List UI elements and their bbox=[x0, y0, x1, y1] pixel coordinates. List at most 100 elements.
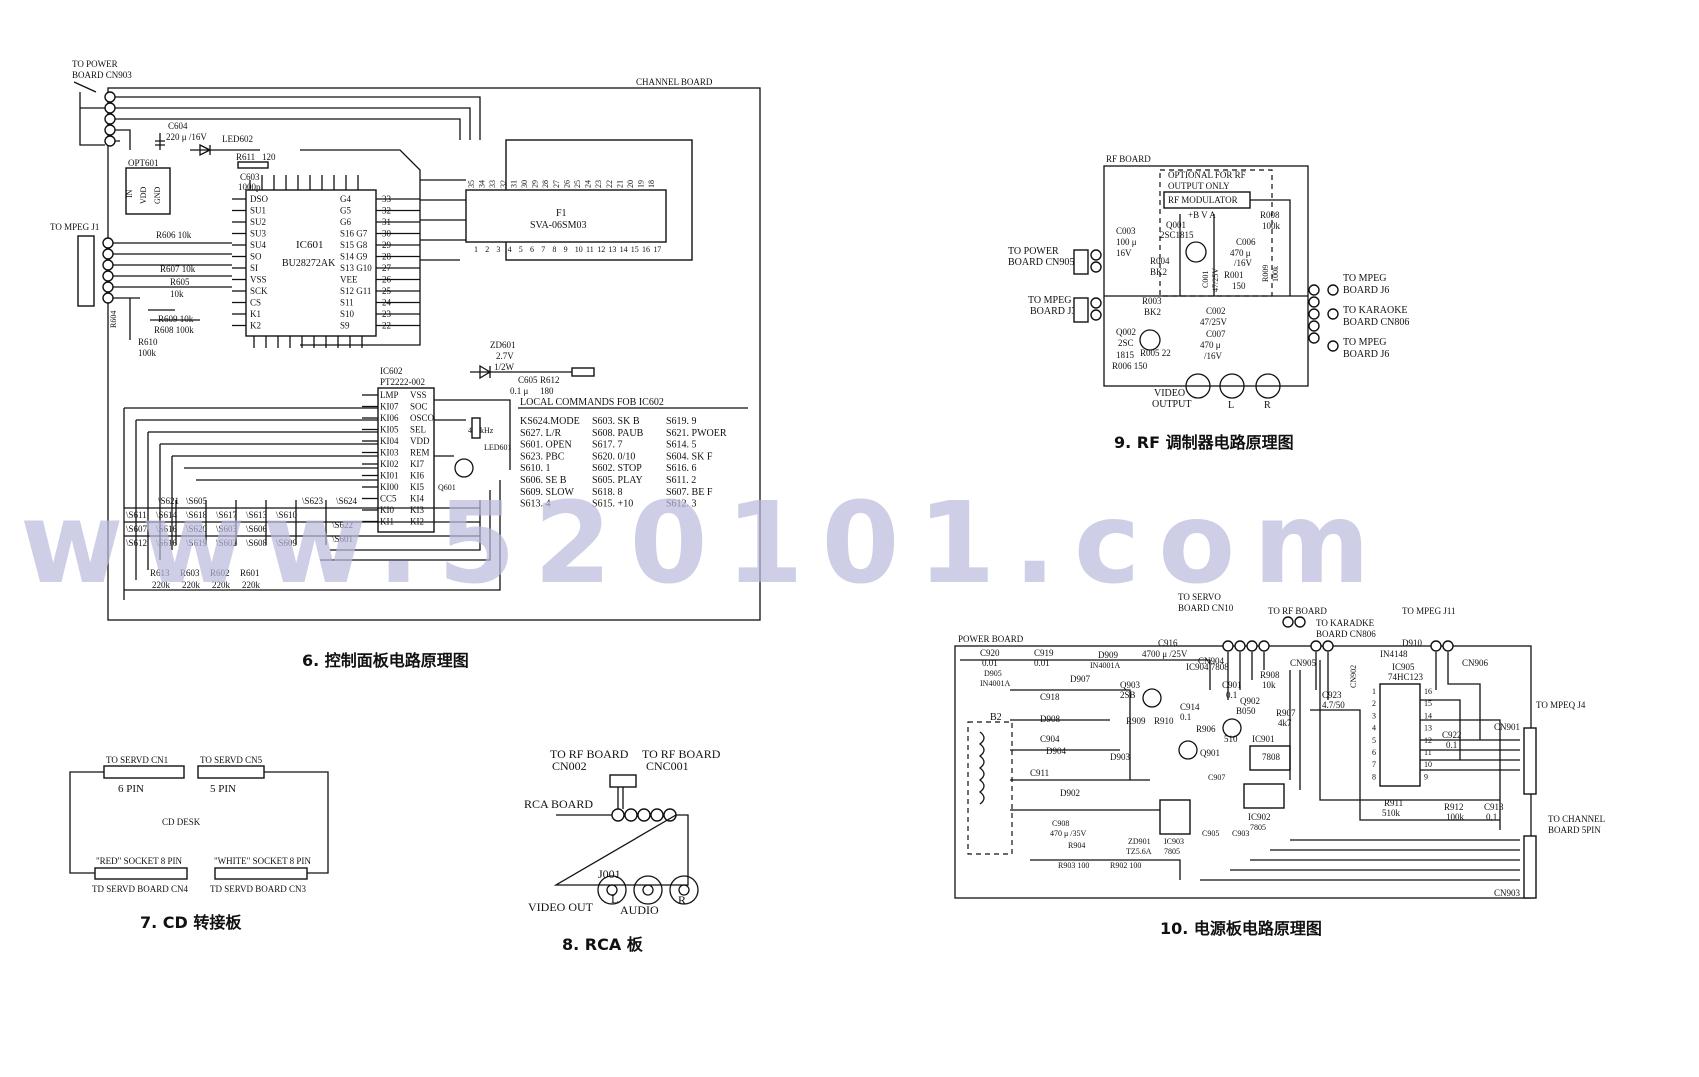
switch-label: \S606 bbox=[246, 524, 268, 534]
switch-label: \S616 bbox=[156, 538, 178, 548]
fip-bottom-pin-number: 7 bbox=[541, 245, 545, 254]
r912-label: R912 bbox=[1444, 802, 1464, 812]
q002-label: Q002 bbox=[1116, 327, 1136, 337]
q002-part-1: 2SC bbox=[1118, 338, 1134, 348]
zd901-label: ZD901 bbox=[1128, 837, 1151, 846]
ic601-left-pin-label: SU2 bbox=[250, 217, 266, 227]
ic602-left-pin-label: KI00 bbox=[380, 482, 399, 492]
ic901-part: 7808 bbox=[1262, 752, 1281, 762]
c922-label: C922 bbox=[1442, 730, 1462, 740]
ic905-left-pin-number: 7 bbox=[1372, 760, 1376, 769]
d903-label: D903 bbox=[1110, 752, 1130, 762]
d904-label: D904 bbox=[1046, 746, 1066, 756]
r609-label: R609 10k bbox=[158, 314, 194, 324]
to-mpeg-j4: TO MPEQ J4 bbox=[1536, 700, 1586, 710]
local-command-entry: S602. STOP bbox=[592, 463, 642, 474]
fip-bottom-pin-number: 3 bbox=[496, 245, 500, 254]
c604-label: C604 bbox=[168, 121, 188, 131]
cn1-6pin-connector bbox=[103, 765, 185, 779]
c006-label: C006 bbox=[1236, 237, 1256, 247]
ic602-right-pin-label: VSS bbox=[410, 390, 427, 400]
fip-top-pin-number: 29 bbox=[531, 180, 540, 188]
switch-right-s601: \S601 bbox=[332, 534, 353, 544]
ic601-right-pin-label: S9 bbox=[340, 321, 350, 331]
ic601-left-pin-label: DSO bbox=[250, 194, 269, 204]
fip-top-pin-number: 33 bbox=[488, 180, 497, 188]
ic601-right-pin-label: G4 bbox=[340, 194, 351, 204]
white-socket-connector bbox=[214, 867, 308, 880]
ic601-left-pin-label: SCK bbox=[250, 286, 268, 296]
r006-label: R006 150 bbox=[1112, 361, 1148, 371]
switch-label: \S603 bbox=[216, 524, 238, 534]
to-servo-2: BOARD CN10 bbox=[1178, 603, 1234, 613]
pulldown-resistor-value: 220k bbox=[182, 580, 201, 590]
fip-bottom-pin-number: 14 bbox=[620, 245, 628, 254]
switch-label: \S607 bbox=[126, 524, 148, 534]
rf-board-label: RF BOARD bbox=[1106, 154, 1151, 164]
c901-value: 0.1 bbox=[1226, 690, 1237, 700]
c904-label: C904 bbox=[1040, 734, 1060, 744]
c001-value: 47/25V bbox=[1211, 268, 1220, 292]
ic905-left-pin-number: 5 bbox=[1372, 736, 1376, 745]
ic905-right-pin-number: 16 bbox=[1424, 687, 1432, 696]
fip-top-pin-number: 31 bbox=[509, 180, 518, 188]
c918-label: C918 bbox=[1040, 692, 1060, 702]
audio-label: AUDIO bbox=[620, 903, 659, 917]
switch-top-s624: \S624 bbox=[336, 496, 358, 506]
cnc001-connector bbox=[611, 808, 677, 822]
fip-top-pin-number: 21 bbox=[615, 180, 624, 188]
c901-label: C901 bbox=[1222, 680, 1242, 690]
d910-label: D910 bbox=[1402, 638, 1422, 648]
local-command-entry: S609. SLOW bbox=[520, 487, 574, 498]
ic905-box bbox=[1379, 683, 1421, 787]
switch-right-s622: \S622 bbox=[332, 520, 353, 530]
c919-label: C919 bbox=[1034, 648, 1054, 658]
d902-label: D902 bbox=[1060, 788, 1080, 798]
c605-value: 0.1 μ bbox=[510, 386, 529, 396]
modulator-wiring bbox=[1104, 199, 1308, 297]
ic601-left-pin-label: SU4 bbox=[250, 240, 267, 250]
mpeg-j1-traces bbox=[129, 298, 200, 340]
ic601-right-pin-label: S10 bbox=[340, 309, 355, 319]
r611-value: 120 bbox=[262, 152, 276, 162]
fip-f1-label: F1 bbox=[556, 208, 567, 219]
local-command-entry: S605. PLAY bbox=[592, 475, 643, 486]
cd-desk-label: CD DESK bbox=[162, 817, 201, 827]
switch-labels: \S611\S614\S618\S617\S613\S610\S607\S616… bbox=[126, 510, 298, 548]
ic904-label: IC904 7808 bbox=[1186, 662, 1229, 672]
fip-top-pin-number: 27 bbox=[552, 180, 561, 188]
d910-part: IN4148 bbox=[1380, 649, 1408, 659]
local-command-entry: S611. 2 bbox=[666, 475, 696, 486]
ic905-right-pin-number: 15 bbox=[1424, 699, 1432, 708]
red-socket-label: "RED" SOCKET 8 PIN bbox=[96, 856, 182, 866]
c908-value: 470 μ /35V bbox=[1050, 829, 1087, 838]
rf-output-connectors bbox=[1308, 284, 1339, 352]
r910-label: R910 bbox=[1154, 716, 1174, 726]
to-mpeg-j6-a-1: TO MPEG bbox=[1343, 273, 1386, 284]
bk2-a-label: BK2 bbox=[1150, 267, 1167, 277]
white-socket-label: "WHITE" SOCKET 8 PIN bbox=[214, 856, 311, 866]
switch-label: \S620 bbox=[186, 524, 208, 534]
zd601-symbol bbox=[470, 364, 580, 380]
switch-label: \S614 bbox=[156, 510, 178, 520]
ic902-box bbox=[1243, 783, 1285, 809]
optional-label-2: OUTPUT ONLY bbox=[1168, 181, 1230, 191]
ic601-left-pin-label: SU3 bbox=[250, 229, 267, 239]
fip-top-pin-number: 18 bbox=[647, 180, 656, 188]
ic601-box bbox=[245, 189, 377, 337]
r611-label: R611 bbox=[236, 152, 255, 162]
ic601-right-pin-label: S11 bbox=[340, 298, 354, 308]
led601-label: LED601 bbox=[484, 443, 512, 452]
r-label: R bbox=[678, 893, 686, 907]
zd601-val-1: 2.7V bbox=[496, 351, 514, 361]
j3-connector bbox=[1073, 297, 1089, 323]
ic903-label: IC903 bbox=[1164, 837, 1184, 846]
ic602-left-pin-label: KI04 bbox=[380, 436, 399, 446]
r902-label: R902 100 bbox=[1110, 861, 1141, 870]
r005-label: R005 22 bbox=[1140, 348, 1171, 358]
ic602-label: IC602 bbox=[380, 366, 403, 376]
c911-label: C911 bbox=[1030, 768, 1049, 778]
optional-label-1: OPTIONAL FOR RF bbox=[1168, 170, 1246, 180]
